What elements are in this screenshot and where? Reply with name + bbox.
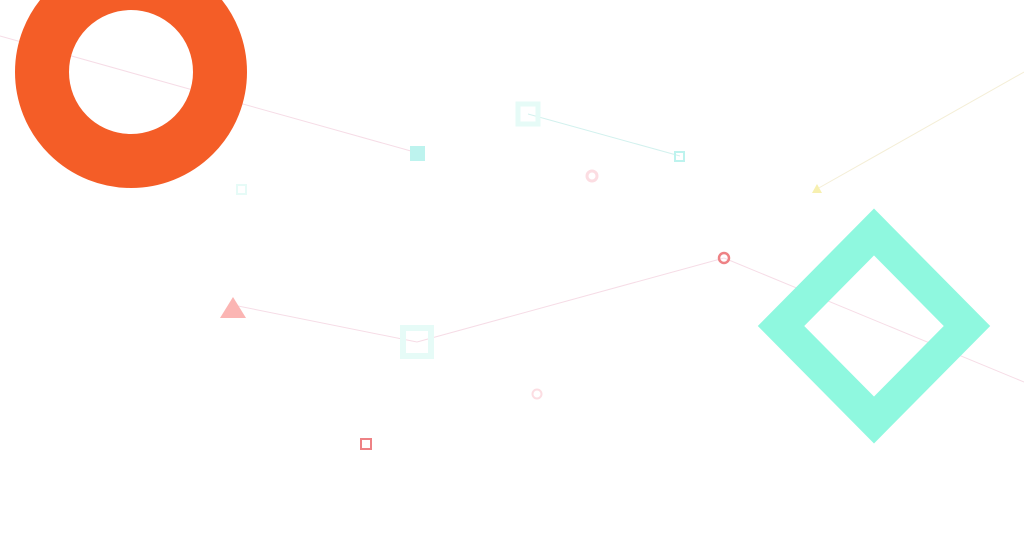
coral-square-outline-icon (360, 438, 372, 450)
mint-square-outline-icon (400, 325, 434, 359)
connector-line (816, 71, 1024, 190)
connector-line (416, 257, 725, 343)
connector-lines (0, 35, 1024, 383)
coral-triangle-icon (220, 297, 246, 318)
yellow-triangle-icon (812, 184, 822, 193)
mint-square-outline-icon (236, 184, 247, 195)
mint-square-outline-icon (515, 101, 541, 127)
pink-dot-icon (585, 169, 599, 183)
pink-circle-outline-icon (531, 388, 543, 400)
mint-square-outline-icon (674, 151, 685, 162)
connector-line (723, 257, 1024, 383)
connector-line (527, 113, 681, 157)
mint-square-icon (410, 146, 425, 161)
connector-line (232, 304, 418, 343)
mint-diamond-icon (757, 208, 991, 444)
orange-ring-icon (15, 0, 247, 188)
coral-circle-outline-icon (717, 251, 731, 265)
